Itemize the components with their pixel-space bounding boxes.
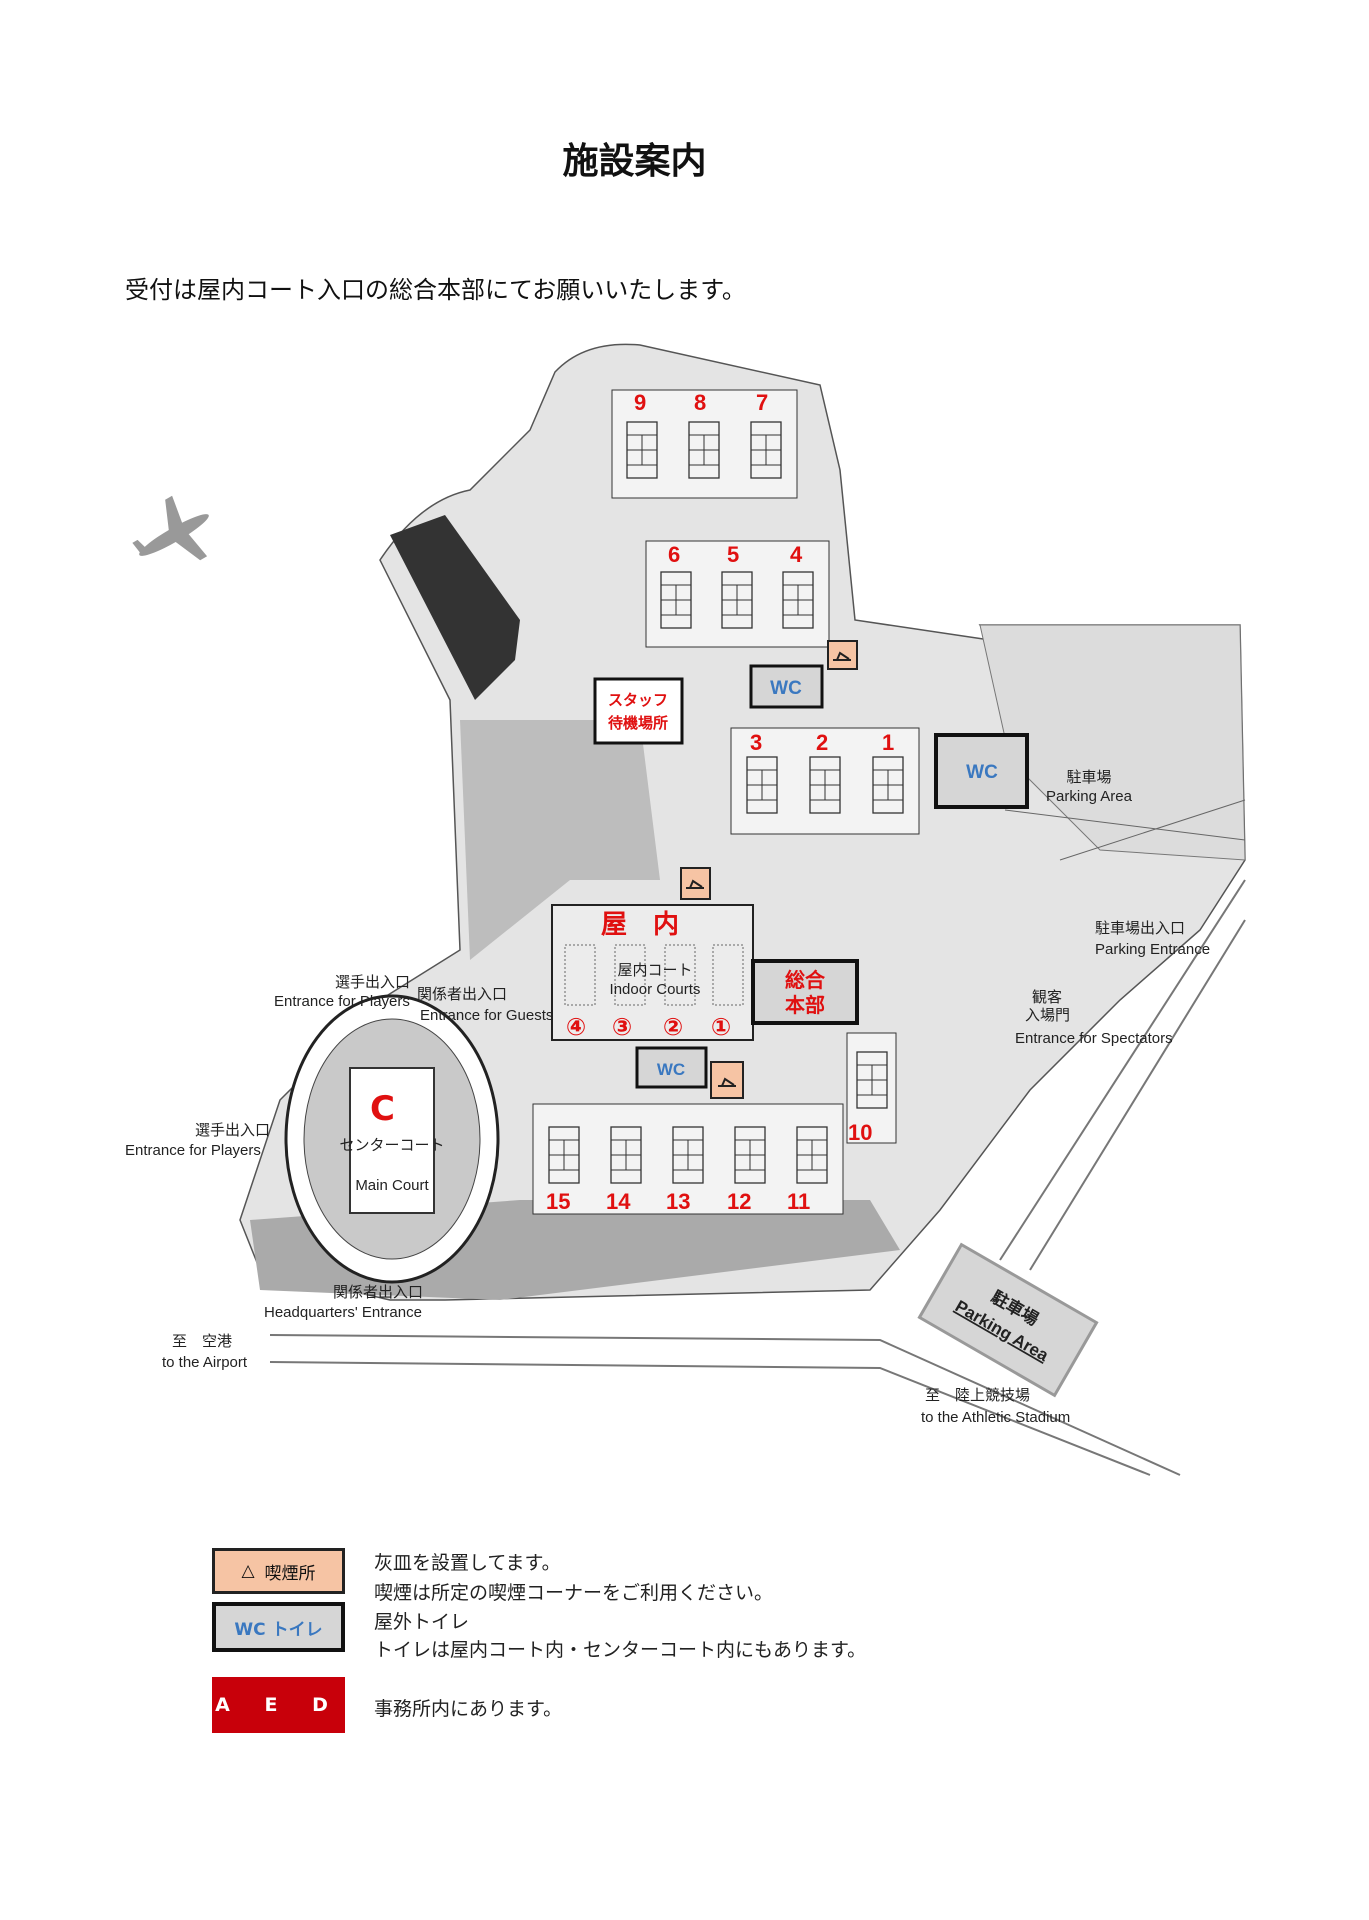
svg-text:Headquarters' Entrance: Headquarters' Entrance [264, 1304, 422, 1321]
legend-label: 喫煙所 [264, 1563, 316, 1584]
svg-text:3: 3 [750, 730, 762, 755]
courts-15-11: 15 14 13 12 11 [532, 1103, 844, 1215]
svg-text:4: 4 [790, 542, 803, 567]
courts-6-4: 6 5 4 [645, 540, 830, 648]
headquarters-reception[interactable]: 総合 本部 [751, 959, 859, 1025]
svg-text:至 空港: 至 空港 [172, 1333, 232, 1350]
svg-text:Parking Entrance: Parking Entrance [1095, 941, 1210, 958]
roads [269, 879, 1246, 1476]
legend-text: トイレは屋内コート内・センターコート内にもあります。 [374, 1639, 867, 1661]
smoking-area-icon[interactable] [680, 867, 711, 900]
wc-north[interactable]: WC [749, 664, 824, 709]
svg-text:to the Athletic Stadium: to the Athletic Stadium [921, 1409, 1070, 1426]
svg-text:14: 14 [606, 1189, 631, 1214]
svg-text:WC: WC [657, 1060, 685, 1079]
svg-text:②: ② [663, 1013, 683, 1041]
svg-text:5: 5 [727, 542, 739, 567]
svg-text:10: 10 [848, 1120, 872, 1145]
map-labels: 駐車場 Parking Area 駐車場出入口 Parking Entrance… [125, 769, 1210, 1426]
parking-area-southeast[interactable]: 駐車場 Parking Area [917, 1242, 1099, 1398]
svg-text:Entrance for Players: Entrance for Players [274, 993, 410, 1010]
legend-text: 事務所内にあります。 [374, 1698, 563, 1720]
smoking-area-icon[interactable] [827, 640, 858, 670]
svg-text:11: 11 [787, 1189, 810, 1214]
svg-text:駐車場: 駐車場 [1066, 769, 1111, 786]
page-title: 施設案内 [562, 141, 707, 182]
staff-waiting-area[interactable]: スタッフ 待機場所 [593, 677, 684, 745]
legend-text: 喫煙は所定の喫煙コーナーをご利用ください。 [374, 1582, 774, 1604]
wc-east[interactable]: WC [934, 733, 1029, 809]
indoor-courts[interactable]: 屋 内 屋内コート Indoor Courts ④ ③ ② ① [551, 904, 754, 1041]
svg-text:観客: 観客 [1032, 989, 1062, 1006]
center-court-mark: C [370, 1089, 395, 1129]
svg-text:Parking Area: Parking Area [1046, 788, 1133, 805]
airplane-icon [132, 495, 209, 561]
svg-text:6: 6 [668, 542, 680, 567]
svg-text:屋 内: 屋 内 [601, 910, 679, 940]
svg-text:至 陸上競技場: 至 陸上競技場 [925, 1387, 1030, 1404]
svg-text:入場門: 入場門 [1025, 1007, 1070, 1024]
smoking-area-icon[interactable] [710, 1061, 744, 1099]
court-number: 8 [694, 390, 706, 415]
svg-text:1: 1 [882, 730, 894, 755]
court-10: 10 [846, 1032, 897, 1145]
svg-text:WC: WC [966, 762, 998, 783]
svg-text:2: 2 [816, 730, 828, 755]
svg-text:関係者出入口: 関係者出入口 [333, 1284, 423, 1301]
svg-text:待機場所: 待機場所 [608, 714, 668, 732]
svg-text:13: 13 [666, 1189, 690, 1214]
svg-text:to the Airport: to the Airport [162, 1354, 248, 1371]
svg-text:選手出入口: 選手出入口 [195, 1122, 270, 1139]
legend-aed: A E D [212, 1677, 345, 1733]
svg-text:③: ③ [612, 1013, 632, 1041]
svg-text:WC: WC [770, 678, 802, 699]
svg-text:Indoor Courts: Indoor Courts [610, 981, 701, 998]
svg-text:駐車場出入口: 駐車場出入口 [1095, 920, 1185, 937]
svg-text:スタッフ: スタッフ [608, 691, 668, 709]
svg-text:総合: 総合 [785, 968, 826, 992]
court-number: 7 [756, 390, 768, 415]
svg-text:12: 12 [727, 1189, 751, 1214]
svg-text:Entrance for Spectators: Entrance for Spectators [1015, 1030, 1173, 1047]
center-court[interactable]: C センターコート Main Court [284, 994, 500, 1284]
svg-text:選手出入口: 選手出入口 [335, 974, 410, 991]
svg-text:Entrance for Players: Entrance for Players [125, 1142, 261, 1159]
legend-wc: WC トイレ [212, 1602, 345, 1652]
reception-note: 受付は屋内コート入口の総合本部にてお願いいたします。 [125, 276, 746, 304]
legend-smoking: △ 喫煙所 [212, 1548, 345, 1594]
svg-text:本部: 本部 [785, 993, 825, 1017]
court-number: 9 [634, 390, 646, 415]
legend-text: 灰皿を設置してます。 [374, 1552, 561, 1574]
svg-text:①: ① [711, 1013, 731, 1041]
legend-text: 屋外トイレ [374, 1611, 470, 1633]
courts-3-1: 3 2 1 [730, 727, 920, 835]
svg-text:④: ④ [566, 1013, 586, 1041]
ashtray-icon: △ [241, 1561, 255, 1581]
svg-text:Main Court: Main Court [355, 1177, 429, 1194]
svg-text:15: 15 [546, 1189, 570, 1214]
svg-text:関係者出入口: 関係者出入口 [417, 986, 507, 1003]
svg-text:屋内コート: 屋内コート [617, 962, 692, 979]
svg-text:センターコート: センターコート [339, 1137, 444, 1154]
courts-9-7: 9 8 7 [611, 389, 798, 499]
svg-text:Entrance for Guests: Entrance for Guests [420, 1007, 553, 1024]
wc-south[interactable]: WC [635, 1046, 708, 1089]
